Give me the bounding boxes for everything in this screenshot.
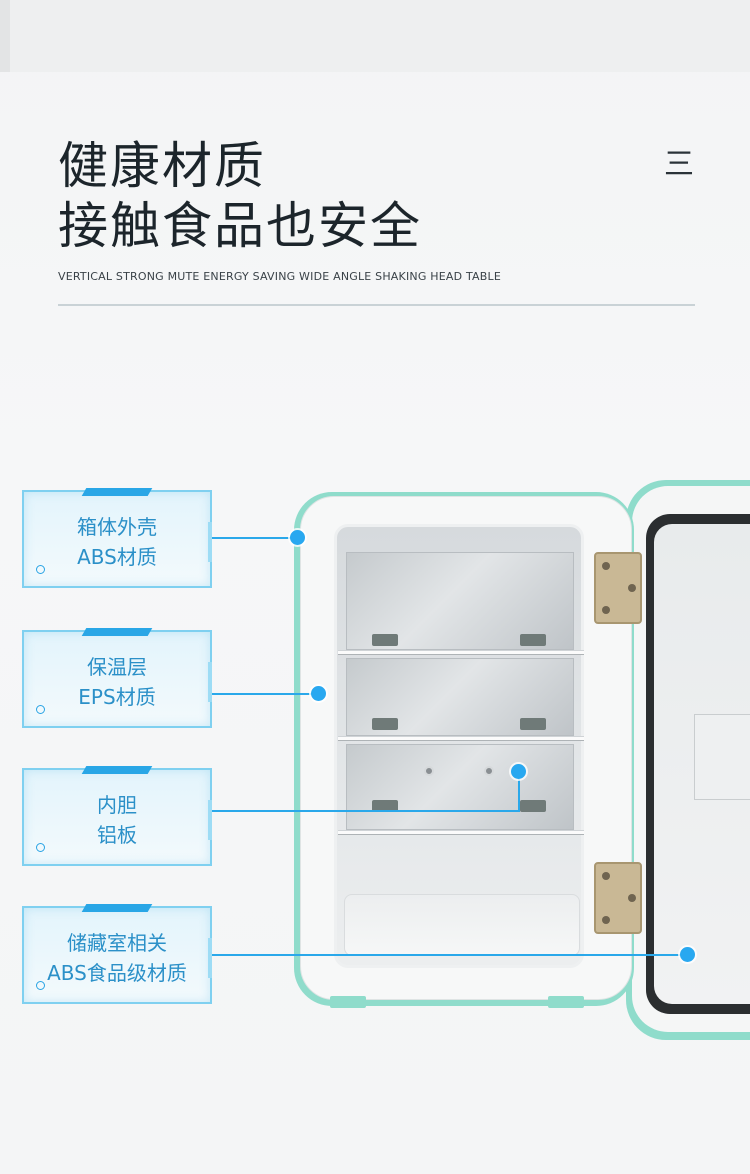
ring-icon	[36, 705, 45, 714]
shelf-clip	[372, 718, 398, 730]
top-strip-edge	[0, 0, 10, 72]
wire-shelf	[338, 830, 584, 835]
callout-leader-line	[212, 693, 318, 695]
callout-leader-line	[212, 810, 520, 812]
aluminum-liner-panel	[346, 744, 574, 830]
callout-material: EPS材质	[78, 685, 156, 709]
callout-title: 箱体外壳	[77, 515, 157, 539]
headline-line-2: 接触食品也安全	[58, 197, 422, 255]
fridge-foot	[330, 996, 366, 1008]
headline-line-1: 健康材质	[58, 137, 266, 195]
shelf-clip	[520, 800, 546, 812]
callout-card-liner: 内胆 铝板	[22, 766, 212, 866]
headline: 健康材质 接触食品也安全	[58, 136, 422, 256]
card-tab	[81, 488, 153, 496]
liner-bolt	[424, 766, 434, 776]
callout-pin	[311, 686, 326, 701]
top-image-strip	[0, 0, 750, 72]
callout-material: ABS食品级材质	[47, 961, 187, 985]
callout-card-storage: 储藏室相关 ABS食品级材质	[22, 904, 212, 1004]
door-hinge	[594, 552, 642, 624]
wire-shelf	[338, 736, 584, 741]
card-tab	[81, 628, 153, 636]
hinge-screw	[602, 606, 610, 614]
fridge-foot	[548, 996, 584, 1008]
callout-pin	[290, 530, 305, 545]
ring-icon	[36, 981, 45, 990]
card-corner-accent	[208, 662, 212, 702]
divider	[58, 304, 695, 306]
shelf-clip	[520, 634, 546, 646]
card-corner-accent	[208, 522, 212, 562]
hinge-screw	[628, 584, 636, 592]
shelf-clip	[372, 634, 398, 646]
callout-pin	[680, 947, 695, 962]
card-tab	[81, 904, 153, 912]
bottom-tray	[344, 894, 580, 956]
liner-bolt	[484, 766, 494, 776]
callout-material: 铝板	[97, 823, 137, 847]
wire-shelf	[338, 650, 584, 655]
callout-pin	[511, 764, 526, 779]
hinge-screw	[602, 872, 610, 880]
card-tab	[81, 766, 153, 774]
fridge-door-pocket	[694, 714, 750, 800]
shelf-clip	[372, 800, 398, 812]
subtitle: VERTICAL STRONG MUTE ENERGY SAVING WIDE …	[58, 270, 501, 283]
ring-icon	[36, 565, 45, 574]
card-corner-accent	[208, 800, 212, 840]
callout-card-shell: 箱体外壳 ABS材质	[22, 488, 212, 588]
callout-card-insulation: 保温层 EPS材质	[22, 628, 212, 728]
callout-leader-line	[212, 537, 298, 539]
menu-icon[interactable]: 三	[664, 147, 694, 182]
aluminum-liner-panel	[346, 552, 574, 650]
callout-title: 保温层	[87, 655, 147, 679]
door-hinge	[594, 862, 642, 934]
callout-title: 储藏室相关	[67, 931, 167, 955]
hinge-screw	[602, 562, 610, 570]
callout-leader-line	[212, 954, 688, 956]
ring-icon	[36, 843, 45, 852]
hinge-screw	[628, 894, 636, 902]
callout-title: 内胆	[97, 793, 137, 817]
callout-material: ABS材质	[77, 545, 157, 569]
callout-leader-line	[518, 772, 520, 812]
hinge-screw	[602, 916, 610, 924]
card-corner-accent	[208, 938, 212, 978]
shelf-clip	[520, 718, 546, 730]
